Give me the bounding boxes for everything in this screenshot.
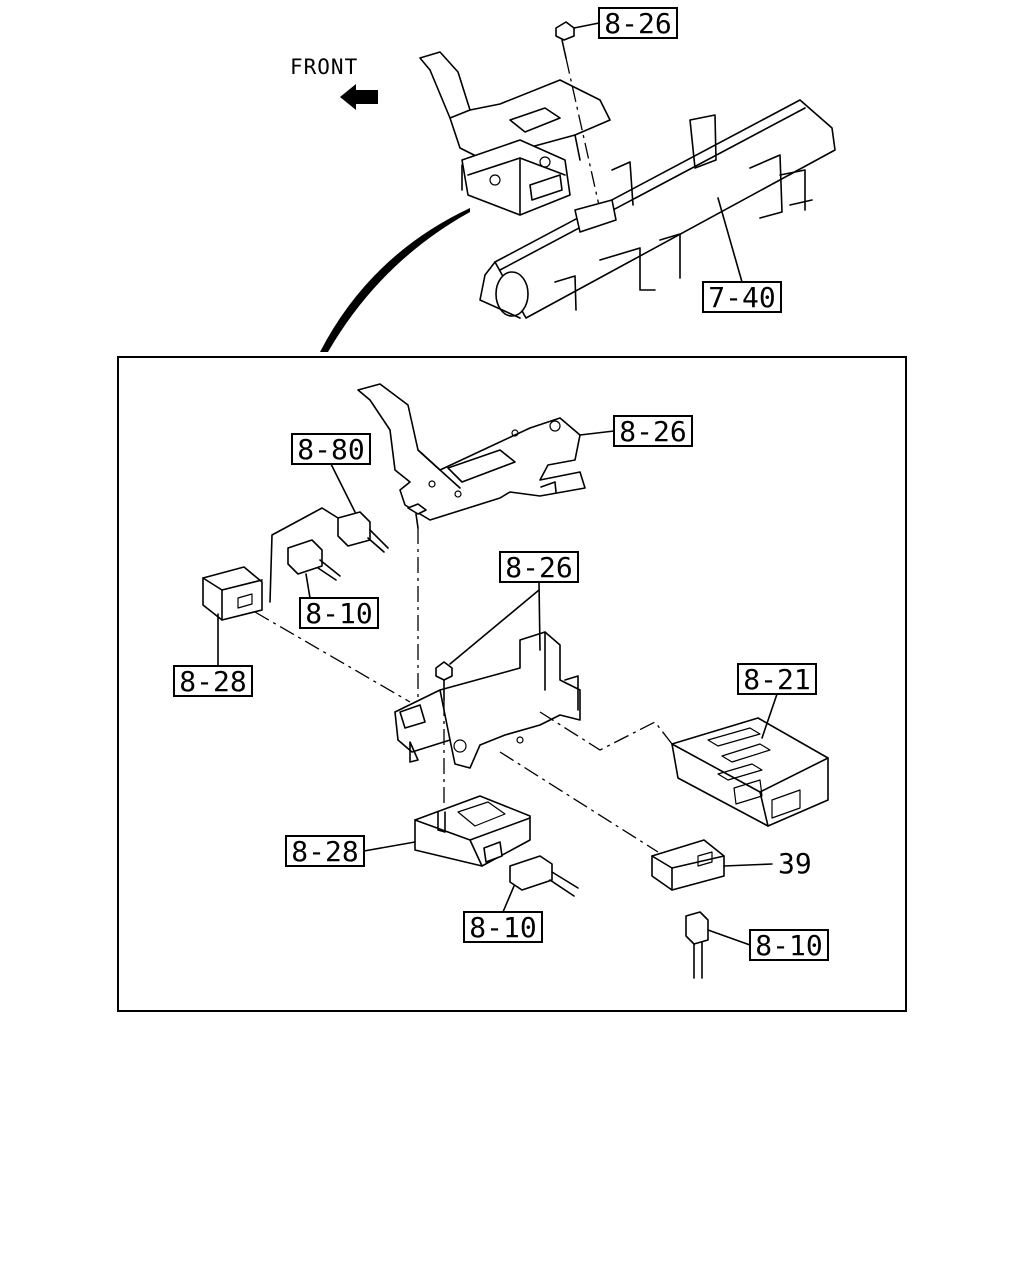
callout-connector-8-10-right: 8-10 [707, 929, 829, 962]
detail-frame [117, 356, 907, 1012]
relay-39 [651, 839, 725, 891]
svg-text:8-80: 8-80 [297, 433, 364, 466]
middle-bracket [394, 631, 581, 769]
callout-connector-8-80: 8-80 [291, 433, 371, 513]
callout-module-lower: 8-28 [285, 835, 416, 868]
front-arrow-icon [340, 84, 378, 110]
callout-ecu-right: 8-21 [737, 663, 817, 739]
bracket-screw [407, 503, 427, 720]
callout-connector-8-10-mid: 8-10 [299, 573, 379, 630]
svg-text:8-28: 8-28 [291, 835, 358, 868]
module-lower [414, 795, 531, 867]
callout-cross-beam: 7-40 [702, 197, 782, 314]
connector-8-10-right [685, 911, 709, 979]
ecu-right [671, 717, 829, 827]
svg-text:8-26: 8-26 [505, 551, 572, 584]
top-bracket-assembly [419, 51, 611, 216]
leader-ecu [539, 711, 673, 751]
callout-relay-39: 39 [723, 847, 812, 880]
callout-middle-bracket: 8-26 [449, 551, 579, 665]
callout-top-bolt: 8-26 [573, 7, 678, 40]
bracket-nut [435, 661, 453, 808]
connector-8-80 [337, 511, 389, 553]
svg-text:7-40: 7-40 [708, 281, 775, 314]
svg-text:39: 39 [778, 847, 812, 880]
callout-relay-left: 8-28 [173, 613, 253, 698]
connector-8-10-upper [287, 539, 341, 581]
svg-text:8-10: 8-10 [469, 911, 536, 944]
front-label: FRONT [290, 55, 358, 79]
svg-text:8-26: 8-26 [619, 415, 686, 448]
callout-connector-8-10-lower: 8-10 [463, 885, 543, 944]
callout-upper-bracket: 8-26 [579, 415, 693, 448]
svg-text:8-21: 8-21 [743, 663, 810, 696]
top-bolt [555, 21, 601, 211]
svg-text:8-28: 8-28 [179, 665, 246, 698]
connector-8-10-lower [509, 855, 579, 897]
svg-text:8-10: 8-10 [755, 929, 822, 962]
relay-left [202, 566, 263, 621]
cross-beam [479, 99, 836, 319]
svg-text:8-26: 8-26 [604, 7, 671, 40]
detail-arrow [320, 208, 470, 352]
leader-relay-39 [499, 751, 659, 853]
leader-relay-left [254, 611, 411, 703]
svg-text:8-10: 8-10 [305, 597, 372, 630]
upper-bracket [357, 383, 586, 521]
front-direction-indicator: FRONT [290, 55, 378, 110]
harness-wire [269, 507, 339, 603]
